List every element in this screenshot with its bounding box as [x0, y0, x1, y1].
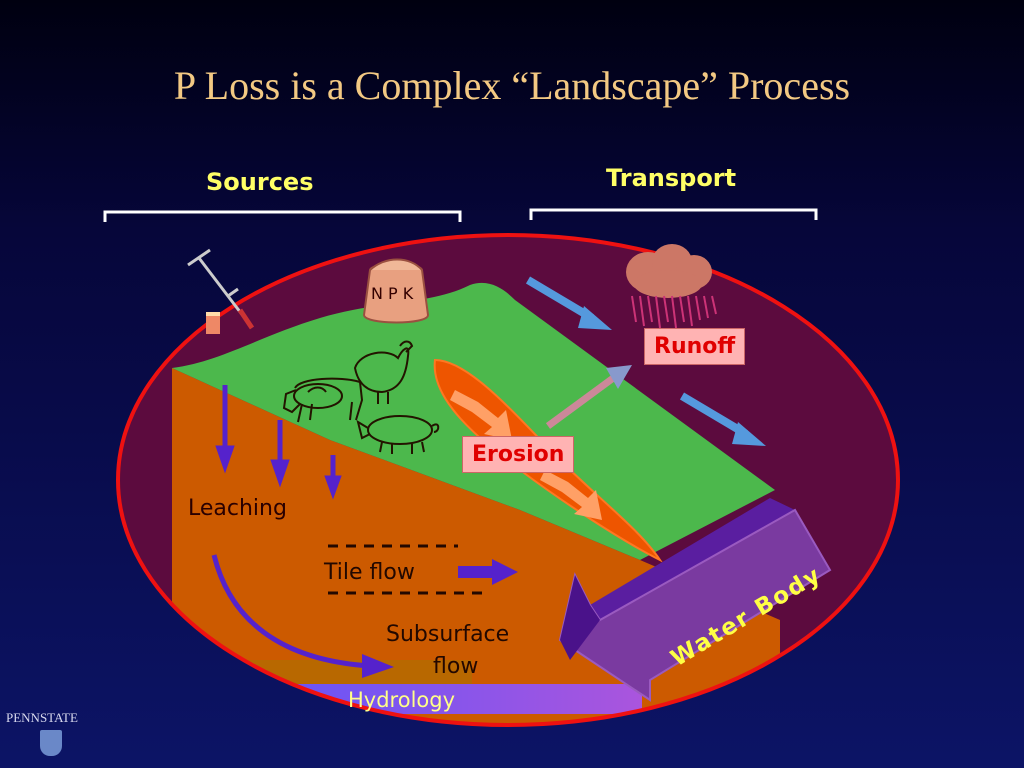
chicken-icon: [353, 340, 414, 404]
slide-title: P Loss is a Complex “Landscape” Process: [173, 63, 851, 108]
runoff-label: Runoff: [644, 328, 746, 365]
subsurface-label-line2: flow: [433, 654, 479, 679]
sources-header: Sources: [206, 168, 314, 196]
erosion-label: Erosion: [462, 436, 575, 473]
pig-icon: [356, 415, 440, 454]
tile-arrow-head: [492, 559, 518, 585]
cow-icon: [282, 377, 364, 423]
tile-arrow-shaft: [458, 566, 494, 578]
leaching-arrows: [215, 385, 342, 500]
fertilizer-bag-icon: [362, 258, 430, 324]
pennstate-shield-icon: [40, 730, 62, 756]
erosion-arrow-2: [540, 470, 602, 520]
hydrology-label: Hydrology: [348, 688, 456, 712]
leaching-label: Leaching: [188, 496, 287, 521]
subsurface-label-line1: Subsurface: [386, 622, 510, 647]
rain-cloud-icon: [626, 244, 717, 329]
soil-probe-icon: [187, 248, 255, 330]
pennstate-logo: PENNSTATE: [6, 710, 78, 725]
transport-arrows: [525, 276, 766, 446]
erosion-arrow-1: [450, 390, 512, 440]
tile-flow-label: Tile flow: [324, 560, 415, 585]
npk-label: N P K: [371, 284, 414, 303]
water-body-side: [560, 575, 600, 660]
oval-outline: [116, 233, 900, 727]
transport-header: Transport: [606, 164, 737, 192]
subsurface-arrow: [211, 554, 371, 669]
sample-jar-icon: [206, 312, 220, 334]
water-body-top: [590, 498, 795, 620]
sources-bracket: [103, 210, 462, 222]
transport-bracket: [529, 208, 818, 220]
